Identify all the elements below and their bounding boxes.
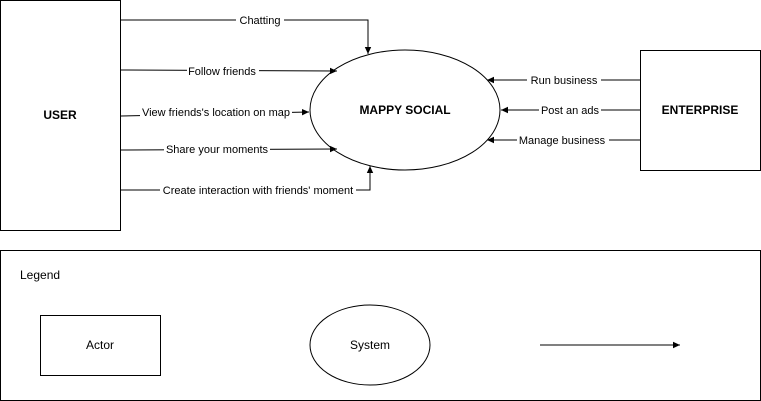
enterprise-actor-label: ENTERPRISE	[662, 103, 739, 117]
flow-run-business: Run business	[487, 73, 640, 87]
flow-create-interaction: Create interaction with friends' moment	[121, 166, 374, 197]
flow-create-interaction-label: Create interaction with friends' moment	[163, 185, 353, 197]
system-label: MAPPY SOCIAL	[359, 103, 450, 117]
legend-actor: Actor	[40, 315, 161, 376]
flow-view-location: View friends's location on map	[120, 105, 310, 119]
legend-system: System	[309, 304, 431, 386]
flow-chatting: Chatting	[121, 14, 372, 54]
flow-follow-friends-label: Follow friends	[188, 66, 256, 78]
mappy-social-system[interactable]: MAPPY SOCIAL	[309, 49, 501, 171]
user-actor[interactable]: USER	[0, 0, 121, 231]
flow-follow-friends: Follow friends	[120, 64, 338, 78]
legend-actor-label: Actor	[86, 338, 114, 352]
user-actor-label: USER	[43, 108, 77, 122]
flow-post-ads: Post an ads	[501, 103, 640, 117]
flow-manage-business: Manage business	[487, 133, 640, 147]
flow-manage-business-label: Manage business	[519, 135, 606, 147]
flow-chatting-label: Chatting	[240, 15, 281, 27]
flow-run-business-label: Run business	[531, 75, 598, 87]
enterprise-actor[interactable]: ENTERPRISE	[640, 50, 761, 171]
flow-share-moments-label: Share your moments	[166, 144, 269, 156]
legend-title: Legend	[20, 268, 60, 282]
legend: Legend Actor System	[0, 250, 761, 401]
flow-post-ads-label: Post an ads	[541, 105, 600, 117]
flow-share-moments: Share your moments	[120, 143, 338, 156]
flow-view-location-label: View friends's location on map	[142, 107, 290, 119]
legend-system-label: System	[350, 338, 390, 352]
